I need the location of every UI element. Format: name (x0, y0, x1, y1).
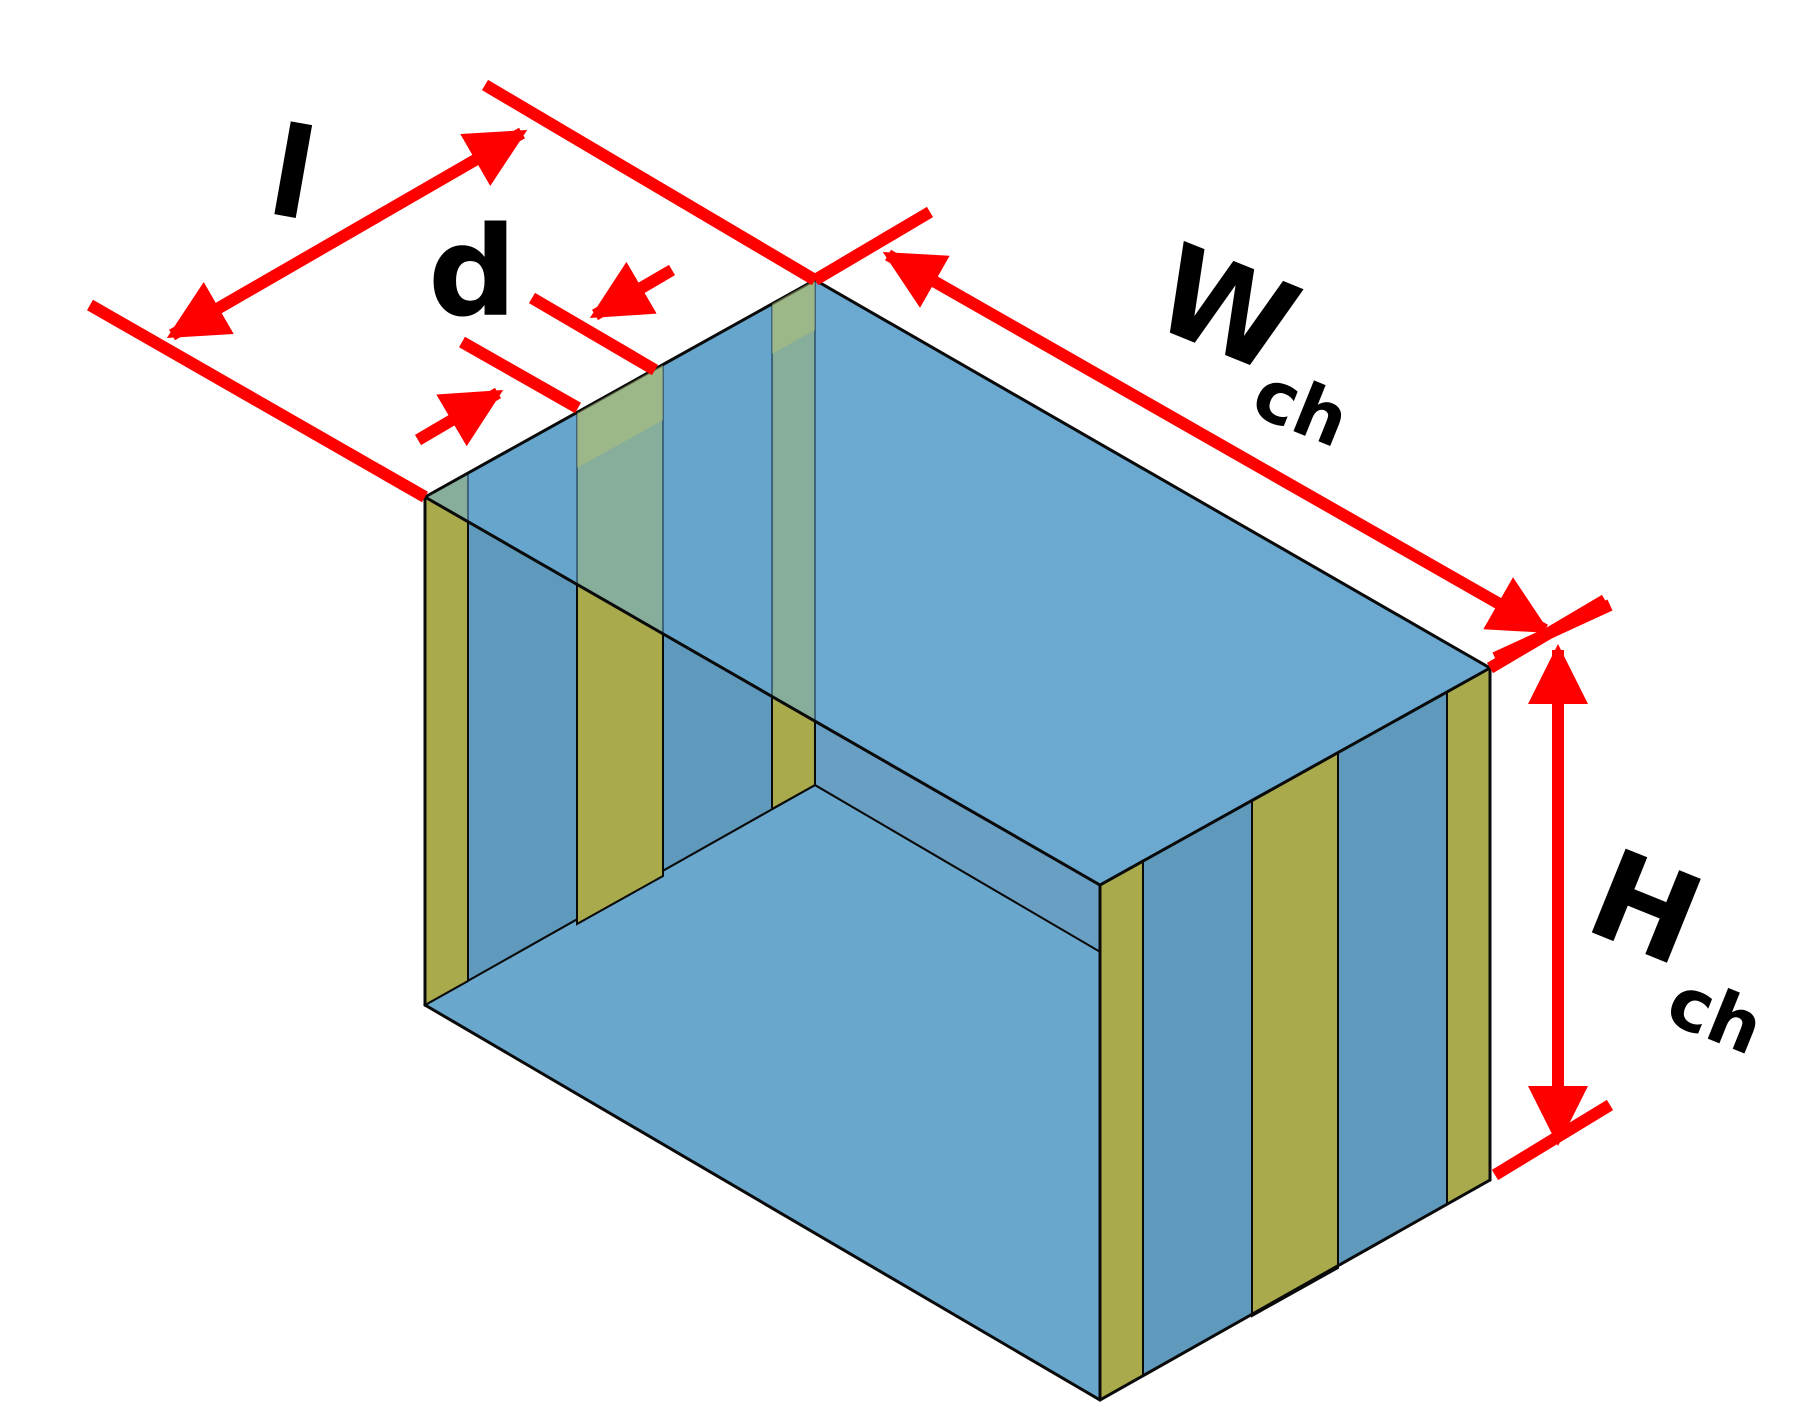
extension-line (528, 292, 659, 376)
electrode-strip (424, 471, 469, 1007)
electrode-strip-top (772, 280, 815, 354)
extension-line (1492, 599, 1613, 664)
gap-label: d (428, 201, 517, 345)
gap-arrow-left (414, 387, 504, 447)
height-label: H ch (1570, 822, 1775, 1071)
extension-line (811, 206, 934, 286)
dimension-arrows (166, 127, 1588, 1146)
gap-arrow-right (589, 261, 676, 321)
width-label: W ch (1135, 218, 1360, 464)
extension-line (87, 299, 428, 503)
extension-line (459, 336, 581, 414)
electrode-strip (1251, 751, 1339, 1318)
electrode-strip (1446, 666, 1491, 1206)
width-arrow (882, 249, 1551, 636)
electrode-strip (1099, 859, 1144, 1402)
length-label: l (259, 100, 326, 249)
box-outline (423, 497, 1492, 1402)
electrode-strip-top (577, 365, 663, 468)
extension-line (481, 79, 819, 286)
length-arrow (166, 127, 528, 341)
